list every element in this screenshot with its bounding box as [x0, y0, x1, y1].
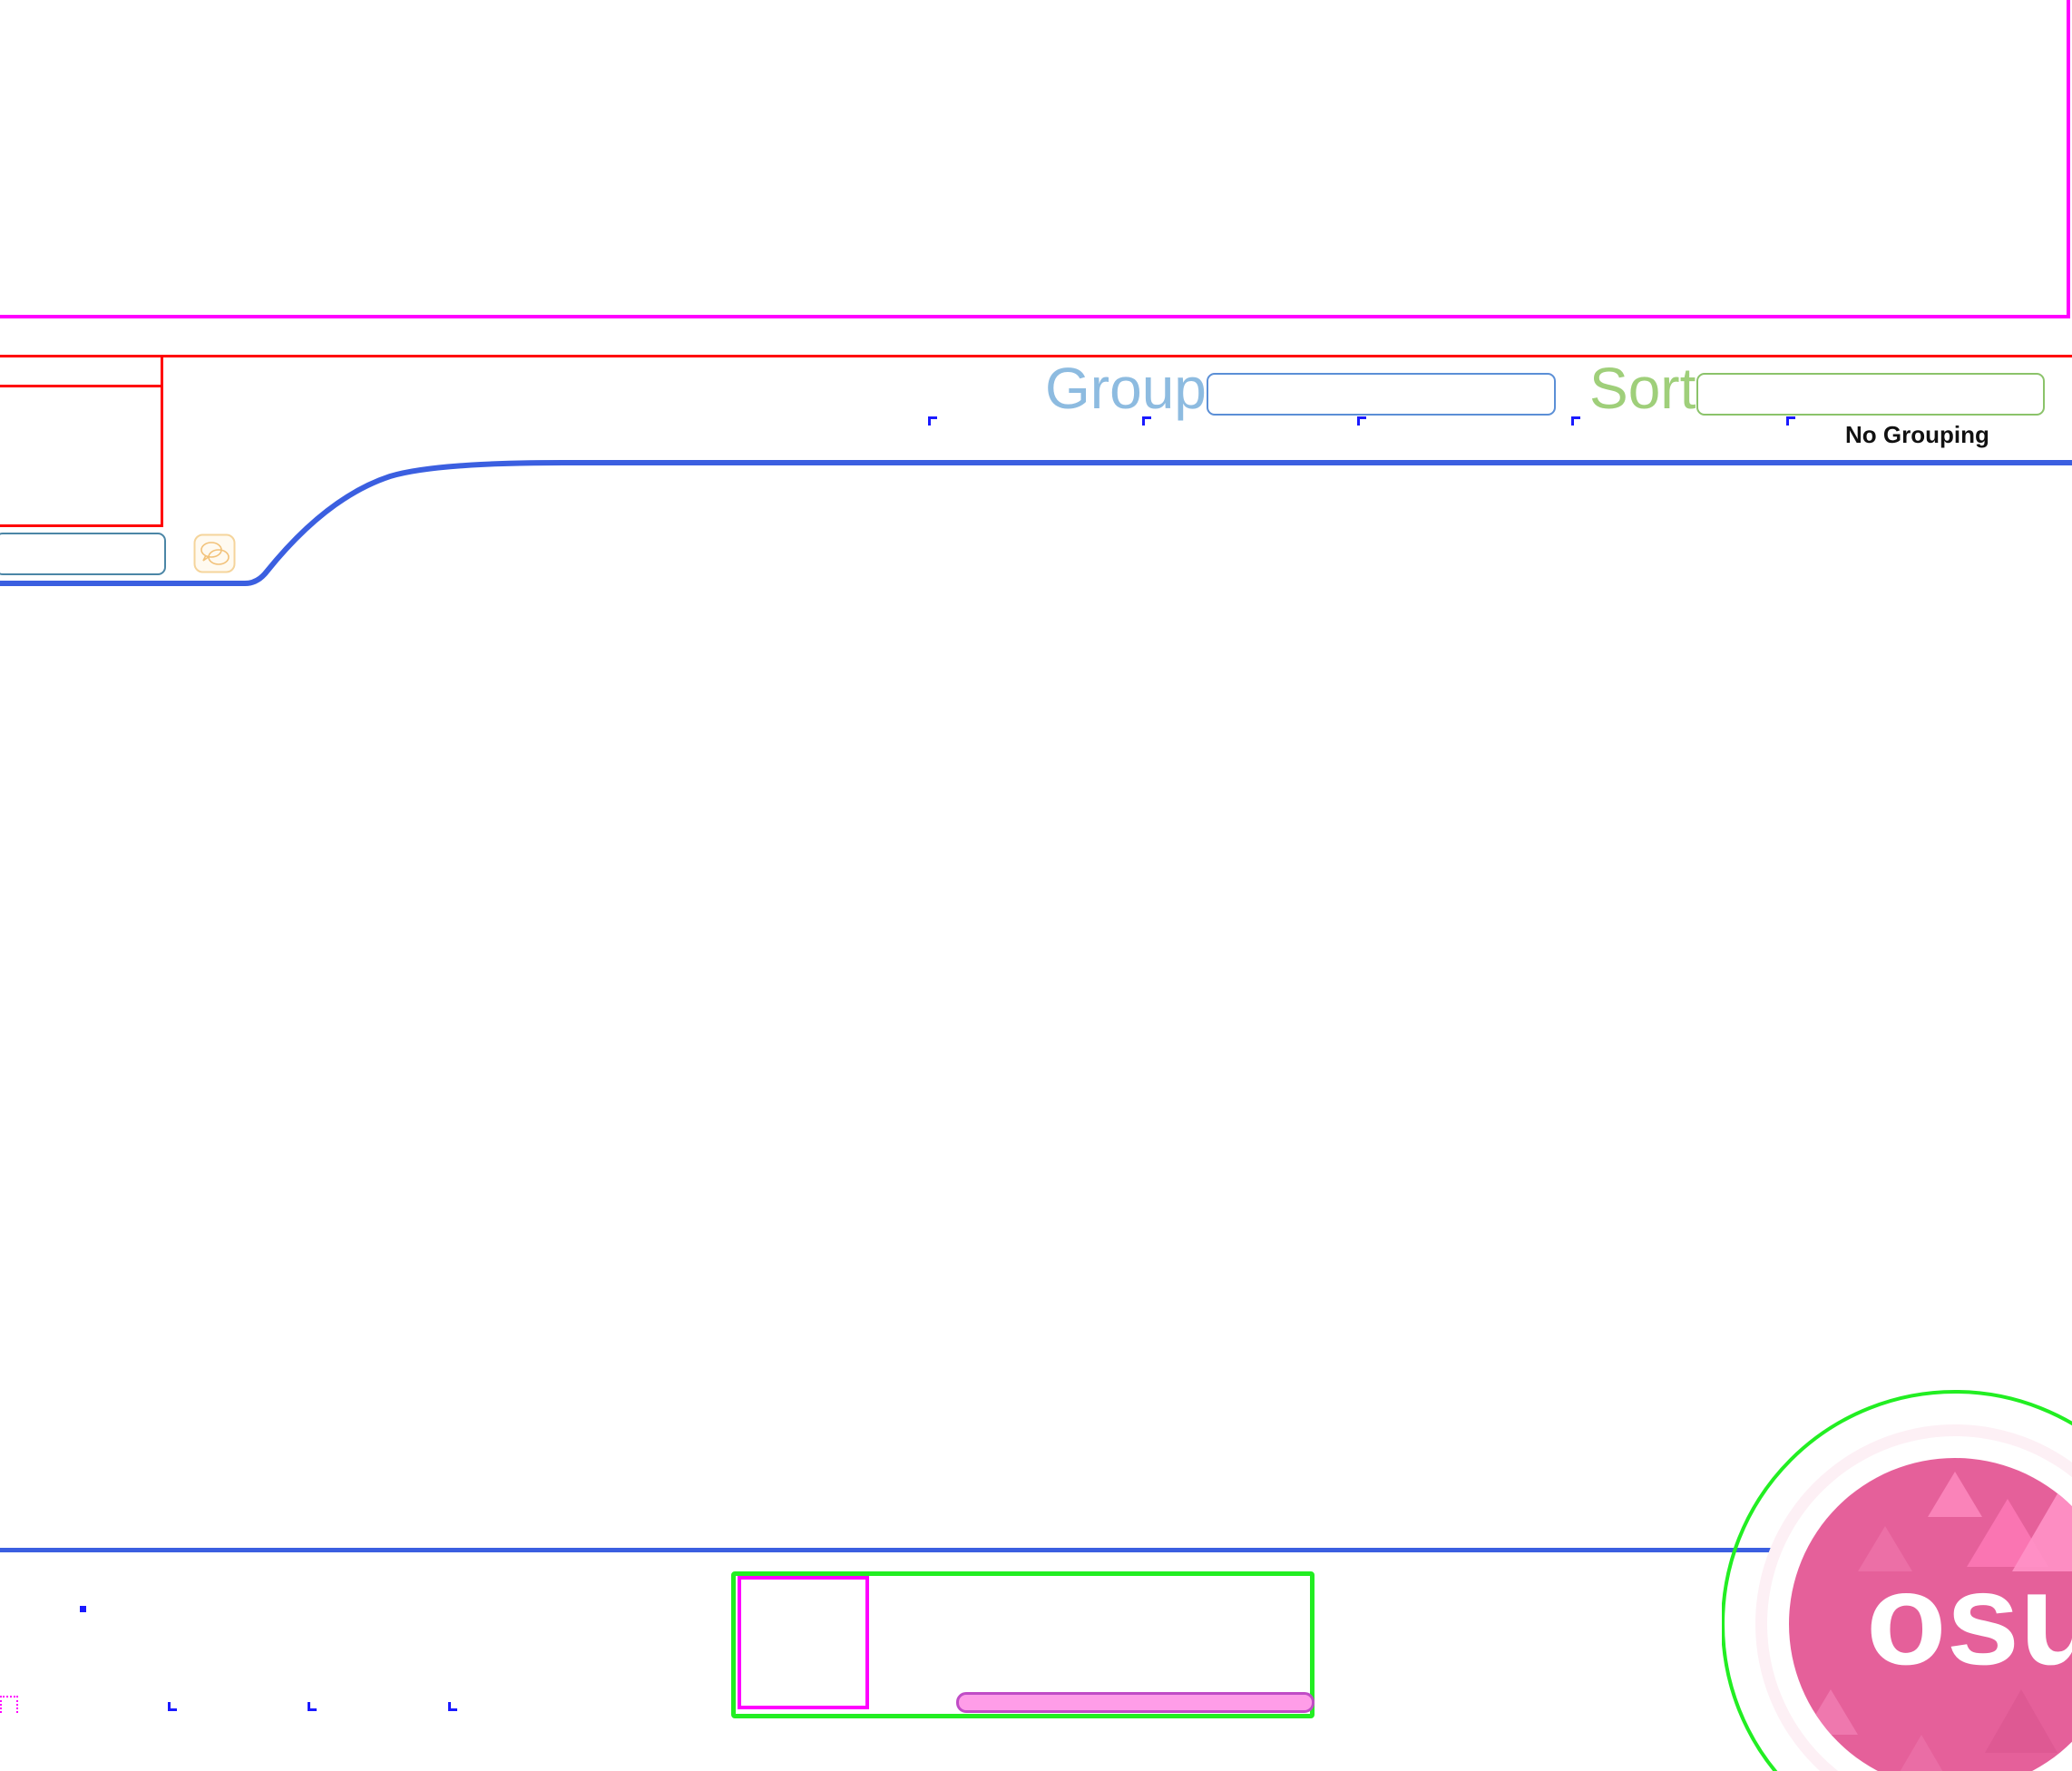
header-strip-border	[0, 355, 2072, 357]
header-box-large	[0, 385, 163, 527]
sort-label: Sort	[1589, 356, 1696, 421]
group-dropdown[interactable]	[1207, 373, 1556, 416]
footer-corner-marker	[0, 1696, 18, 1713]
osu-logo-button[interactable]: osu!	[1722, 1390, 2072, 1771]
footer-top-border	[0, 1548, 1784, 1552]
chat-bubbles-icon[interactable]	[193, 533, 236, 573]
progress-bar[interactable]	[956, 1692, 1315, 1713]
footer-button-marker	[168, 1702, 177, 1711]
beatmap-thumbnail	[738, 1576, 869, 1709]
slot-marker	[1571, 416, 1580, 426]
group-label: Group	[1045, 356, 1207, 421]
sort-selected-value: No Grouping	[1845, 421, 1989, 448]
slot-marker	[1786, 416, 1795, 426]
top-info-panel	[0, 0, 2070, 318]
search-input[interactable]	[0, 533, 166, 575]
slot-marker	[928, 416, 937, 426]
footer-button-marker	[448, 1702, 457, 1711]
logo-text: osu!	[1866, 1545, 2072, 1692]
footer-marker-dot	[80, 1606, 86, 1612]
slot-marker	[1357, 416, 1366, 426]
footer-button-marker	[308, 1702, 317, 1711]
sort-dropdown[interactable]	[1696, 373, 2045, 416]
filter-tab-outline	[0, 460, 2072, 586]
slot-marker	[1142, 416, 1151, 426]
logo-hover-ring	[1722, 1390, 2072, 1771]
